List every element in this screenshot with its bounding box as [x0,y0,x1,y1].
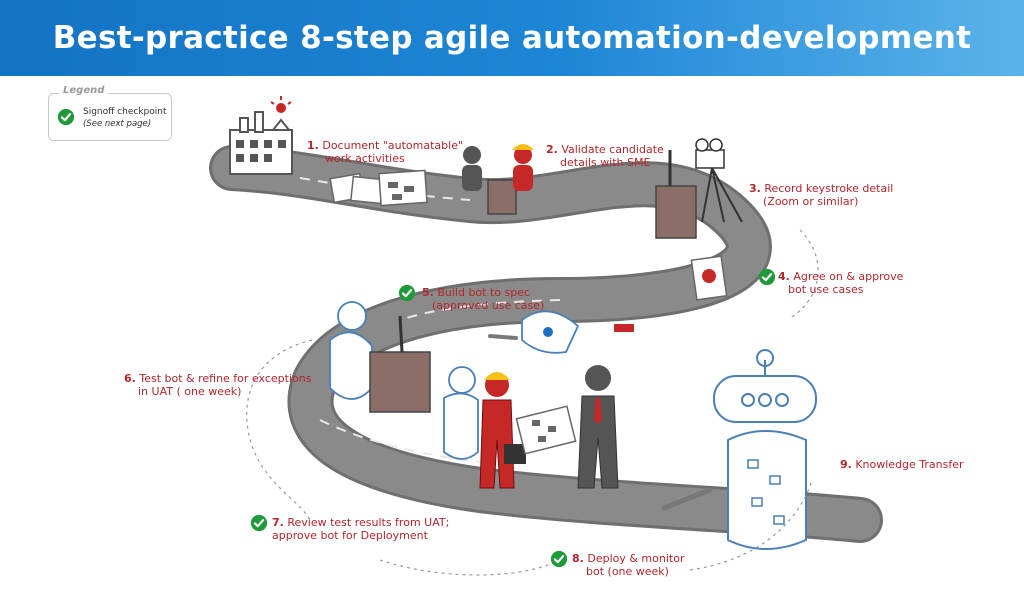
step-5-line2: (approved use case) [432,299,545,312]
step-5-number: 5. [422,286,434,299]
step-3-line2: (Zoom or similar) [763,195,859,208]
step-2-line1: Validate candidate [561,143,664,156]
robot-icon [329,301,634,460]
step-8-label: 8. Deploy & monitor bot (one week) [572,552,684,578]
step-7-line2: approve bot for Deployment [272,529,428,542]
wrench-icon [488,334,713,511]
step-6-line2: in UAT ( one week) [138,385,242,398]
legend-item-label: Signoff checkpoint [83,107,167,117]
process-illustration [209,96,883,576]
step-8-line1: Deploy & monitor [587,552,685,565]
step-2-number: 2. [546,143,558,156]
connector-lines [246,229,819,576]
step-3-line1: Record keystroke detail [764,182,894,195]
factory-icon [229,96,293,175]
legend-title: Legend [59,85,109,96]
step-2-label: 2. Validate candidate details with SME [546,143,664,169]
check-icon [250,514,268,532]
step-7-number: 7. [272,516,284,529]
camera-icon [655,138,743,239]
meeting-icon [462,144,534,215]
step-5-label: 5. Build bot to spec (approved use case) [422,286,544,312]
check-icon [57,108,75,126]
robot-icon [713,349,817,550]
check-icon [758,268,776,286]
step-9-number: 9. [840,458,852,471]
certificate-icon [690,255,728,301]
step-2-line2: details with SME [560,156,651,169]
check-icon [398,284,416,302]
step-4-number: 4. [778,270,790,283]
handoff-figures [479,365,619,489]
step-3-number: 3. [749,182,761,195]
step-1-line2: work activities [325,152,405,165]
step-8-line2: bot (one week) [586,565,669,578]
step-6-line1: Test bot & refine for exceptions [139,372,312,385]
step-4-label: 4. Agree on & approve bot use cases [778,270,903,296]
flowchart-icon [515,405,577,455]
legend-item-note: (See next page) [83,119,152,129]
step-8-number: 8. [572,552,584,565]
step-9-line1: Knowledge Transfer [855,458,964,471]
step-4-line1: Agree on & approve [793,270,904,283]
step-3-label: 3. Record keystroke detail (Zoom or simi… [749,182,893,208]
page-title: Best-practice 8-step agile automation-de… [52,20,972,132]
step-1-line1: Document "automatable" [322,139,464,152]
step-6-number: 6. [124,372,136,385]
step-7-line1: Review test results from UAT; [287,516,450,529]
step-1-label: 1. Document "automatable" work activitie… [307,139,463,165]
step-6-label: 6. Test bot & refine for exceptions in U… [124,372,311,398]
check-icon [550,550,568,568]
documents-icon [329,169,428,207]
step-7-label: 7. Review test results from UAT; approve… [272,516,449,542]
legend-box: Legend Signoff checkpoint (See next page… [48,85,172,141]
header-banner: Best-practice 8-step agile automation-de… [0,0,1024,132]
step-1-number: 1. [307,139,319,152]
step-5-line1: Build bot to spec [437,286,531,299]
step-4-line2: bot use cases [788,283,864,296]
step-9-label: 9. Knowledge Transfer [840,458,964,471]
